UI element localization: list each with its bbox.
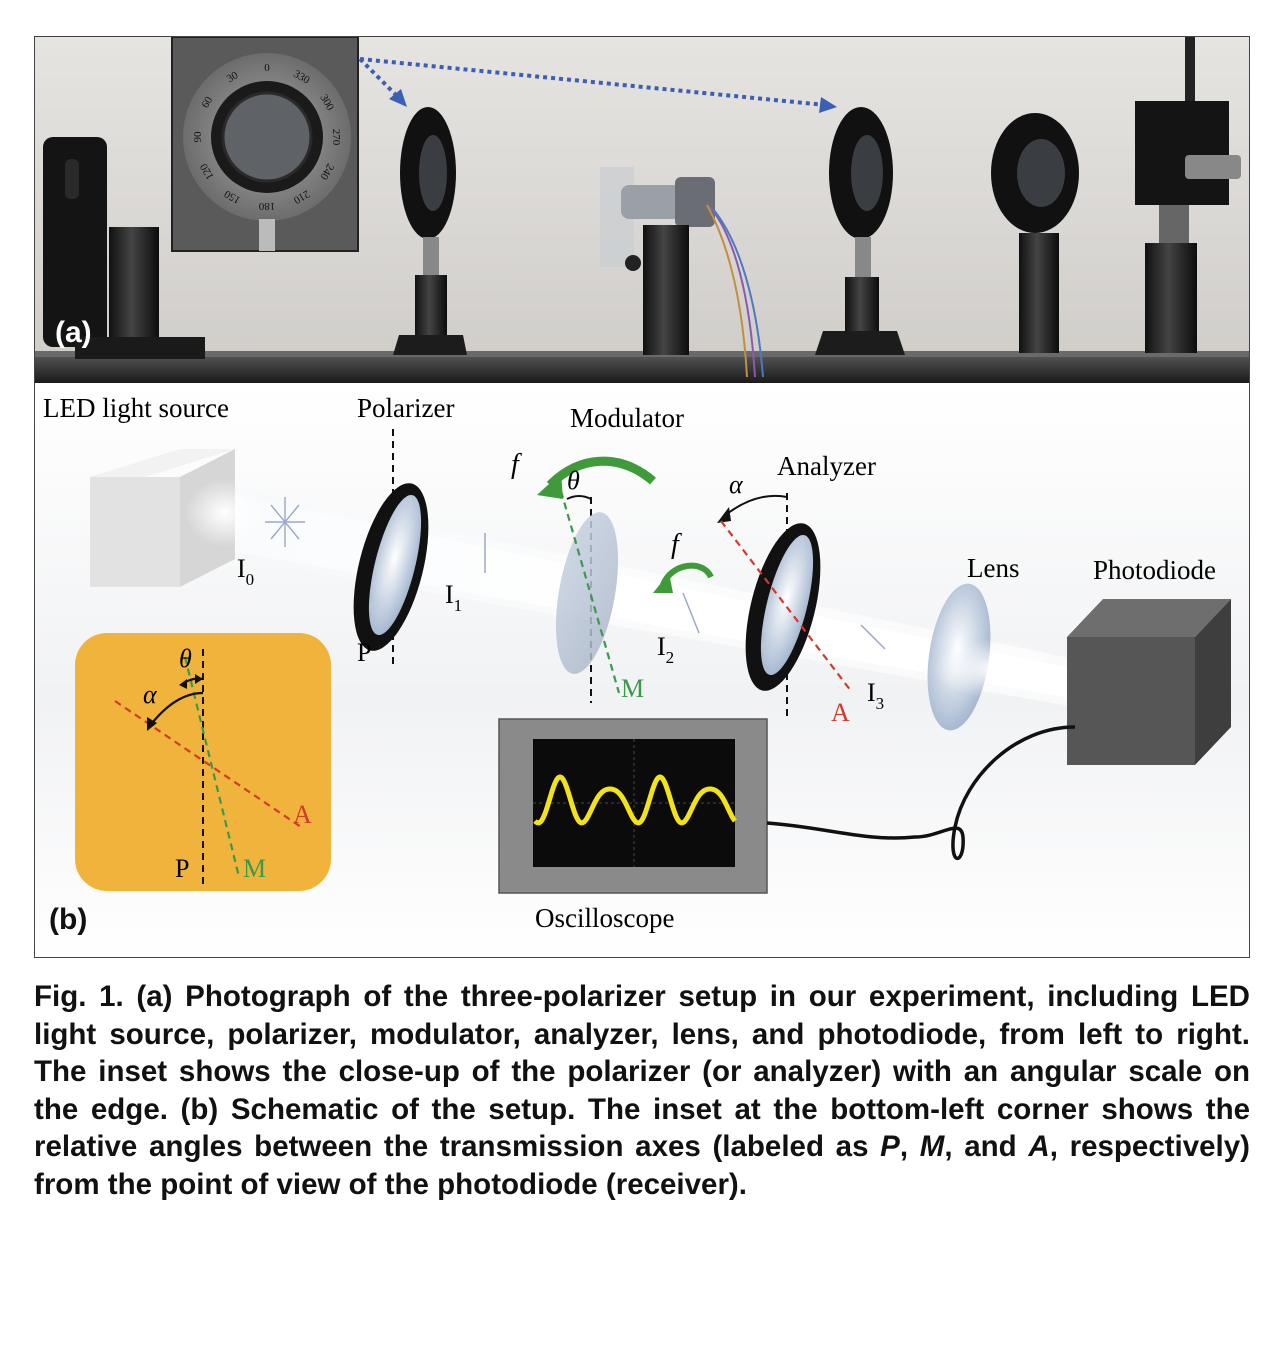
inset-label-theta: θ xyxy=(179,644,192,673)
dial-number: 0 xyxy=(264,62,270,74)
panel-a-label: (a) xyxy=(55,316,92,349)
label-lens: Lens xyxy=(967,553,1019,583)
label-I2: I2 xyxy=(657,632,674,667)
label-P: P xyxy=(357,638,371,667)
panel-b-label: (b) xyxy=(49,903,87,936)
label-I0: I0 xyxy=(237,554,254,589)
oscilloscope-trace xyxy=(533,774,737,826)
photo-polarizer xyxy=(393,107,467,355)
angle-inset: θ α P M A xyxy=(75,633,331,891)
label-photodiode: Photodiode xyxy=(1093,555,1216,585)
inset-label-M: M xyxy=(243,854,266,883)
inset-label-P: P xyxy=(175,854,189,883)
polarizer-disc xyxy=(353,483,429,651)
panel-b-schematic: LED light source I0 Polarizer P I1 Modul… xyxy=(35,383,1249,957)
label-modulator: Modulator xyxy=(570,403,684,433)
unpolarized-light-icon xyxy=(265,497,305,547)
photo-modulator xyxy=(600,167,764,378)
photo-inset-arrows xyxy=(358,57,837,113)
label-A: A xyxy=(831,698,850,727)
label-led: LED light source xyxy=(43,393,229,423)
photo-photodiode xyxy=(1135,37,1241,353)
figure-caption: Fig. 1. (a) Photograph of the three-pola… xyxy=(34,980,1250,1201)
photo-lens xyxy=(991,113,1079,353)
analyzer-disc xyxy=(745,523,821,691)
label-analyzer: Analyzer xyxy=(777,451,876,481)
signal-cable xyxy=(766,725,1076,860)
inset-label-A: A xyxy=(293,800,312,829)
lens xyxy=(927,583,1057,731)
label-polarizer: Polarizer xyxy=(357,393,454,423)
photo-analyzer xyxy=(815,107,905,355)
label-I3: I3 xyxy=(867,678,884,713)
photodiode-box xyxy=(1067,599,1231,765)
inset-axis-A xyxy=(114,700,302,828)
oscilloscope xyxy=(498,718,768,894)
dial-number: 270 xyxy=(330,129,342,146)
label-f-small: f xyxy=(671,529,682,560)
dial-number: 180 xyxy=(258,200,275,212)
label-I1: I1 xyxy=(445,580,462,615)
label-oscilloscope: Oscilloscope xyxy=(535,903,674,933)
label-alpha: α xyxy=(729,470,744,499)
label-M: M xyxy=(621,674,644,703)
dial-number: 90 xyxy=(192,131,204,143)
led-source-box xyxy=(90,449,265,587)
label-theta: θ xyxy=(567,466,580,495)
label-f-modulator: f xyxy=(511,449,522,480)
inset-label-alpha: α xyxy=(143,680,158,709)
photo-led-holder xyxy=(43,137,205,359)
